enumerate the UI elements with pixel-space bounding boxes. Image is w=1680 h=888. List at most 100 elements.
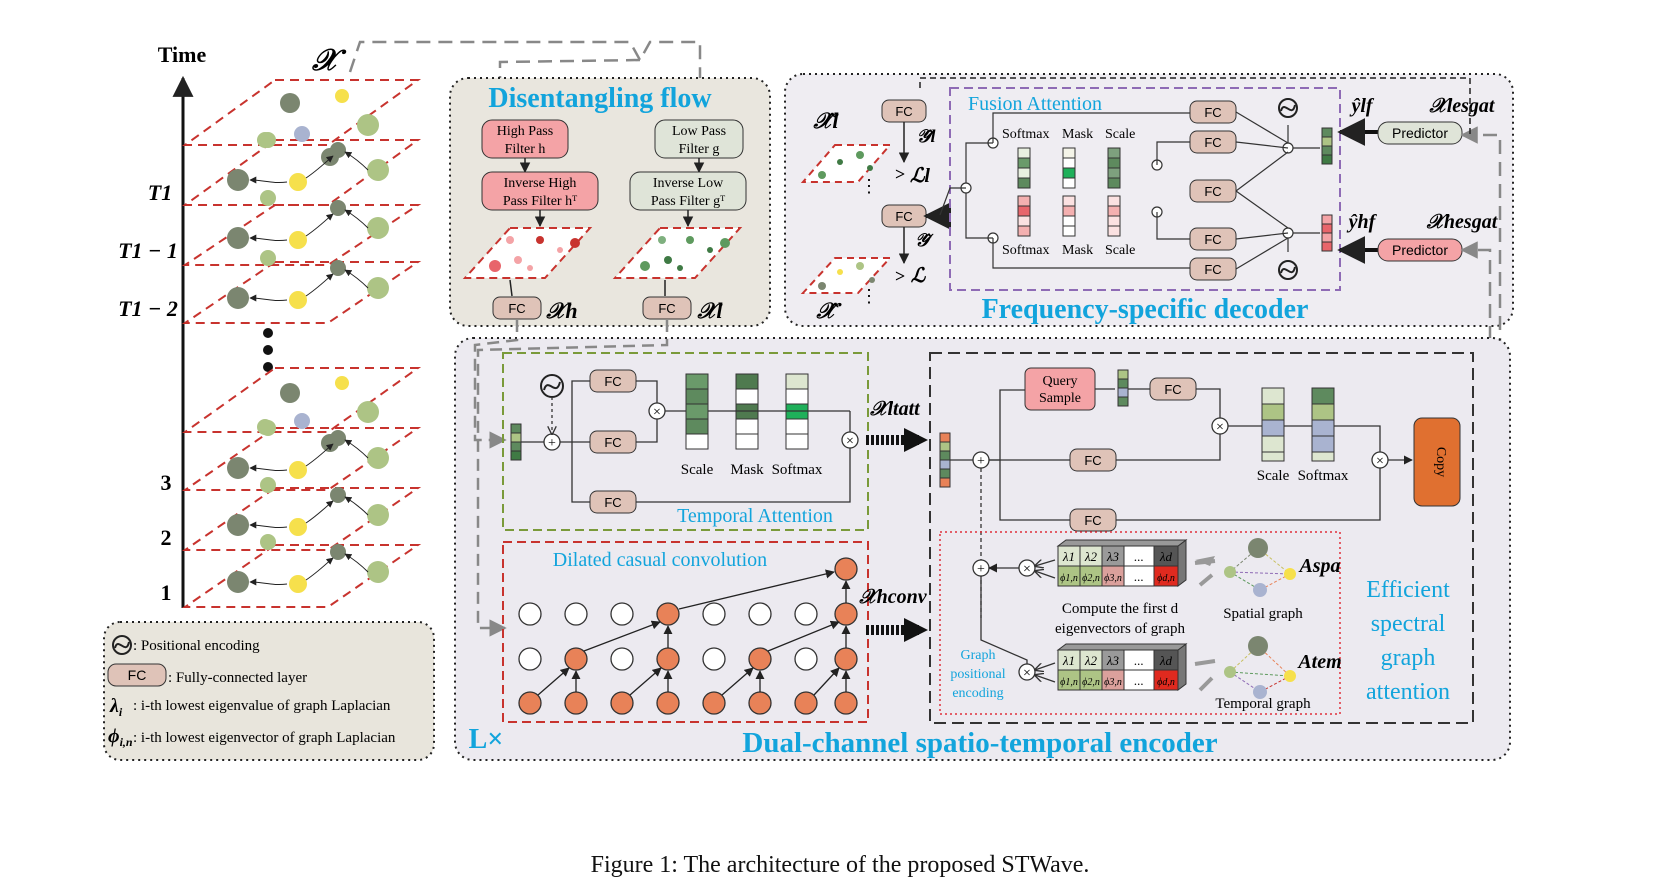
y-l-hat: 𝒴̂l xyxy=(916,126,935,146)
xl-symbol: 𝒳l xyxy=(696,298,723,323)
ta-fc-k: FC xyxy=(604,435,621,450)
ta-mask-label: Mask xyxy=(730,462,764,478)
lambda-d-spa: λd xyxy=(1159,549,1173,564)
ta-fc-v: FC xyxy=(604,495,621,510)
low-pass-line2: Filter g xyxy=(679,142,720,157)
svg-text:×: × xyxy=(1023,562,1031,577)
gpe-line2: positional xyxy=(950,667,1005,682)
fusion-softmax-bottom: Softmax xyxy=(1002,243,1049,258)
legend-eigenvector: : i-th lowest eigenvector of graph Lapla… xyxy=(133,730,396,746)
legend-positional-encoding: : Positional encoding xyxy=(133,638,260,654)
phi-d-tem: ϕd,n xyxy=(1157,677,1175,688)
phi-1-tem: ϕ1,n xyxy=(1060,677,1078,688)
decoder-fc-top-label: FC xyxy=(895,104,912,119)
fusion-softmax-top: Softmax xyxy=(1002,127,1049,142)
figure-caption: Figure 1: The architecture of the propos… xyxy=(590,852,1090,878)
inverse-high-line1: Inverse High xyxy=(504,176,577,191)
svg-text:×: × xyxy=(1023,666,1031,681)
svg-text:×: × xyxy=(1216,420,1224,435)
spatial-graph-icon xyxy=(1224,538,1296,597)
esga-line4: attention xyxy=(1366,679,1450,705)
fusion-fc-2: FC xyxy=(1204,135,1221,150)
fusion-fc-4: FC xyxy=(1204,232,1221,247)
x-l-tatt: 𝒳ltatt xyxy=(869,398,921,420)
fc-low-label: FC xyxy=(658,301,675,316)
svg-text:⋮: ⋮ xyxy=(860,286,878,306)
legend-fully-connected: : Fully-connected layer xyxy=(168,670,307,686)
xh-symbol: 𝒳h xyxy=(545,298,577,323)
esga-softmax-label: Softmax xyxy=(1298,468,1349,484)
tick-t1: T1 xyxy=(148,180,172,205)
high-pass-line1: High Pass xyxy=(497,124,553,139)
positional-encoding-icon xyxy=(112,635,132,655)
phi-3-spa: ϕ3,n xyxy=(1104,573,1122,584)
lambda-2-spa: λ2 xyxy=(1084,549,1098,564)
y-l-f-hat: ŷlf xyxy=(1349,95,1374,117)
gpe-line3: encoding xyxy=(952,686,1003,701)
decoder-title: Frequency-specific decoder xyxy=(982,294,1309,325)
gpe-line1: Graph xyxy=(961,648,996,663)
graph-stack-bottom xyxy=(181,367,422,608)
ellipsis-dots xyxy=(263,328,273,372)
high-pass-line2: Filter h xyxy=(505,142,546,157)
x-l-esgat: 𝒳lesgat xyxy=(1429,95,1496,117)
disentangle-fc-high xyxy=(492,296,542,320)
predictor-low-label: Predictor xyxy=(1392,125,1448,141)
tick-2: 2 xyxy=(161,525,172,550)
disentangling-title: Disentangling flow xyxy=(488,83,712,114)
phi-3-tem: ϕ3,n xyxy=(1104,677,1122,688)
svg-text:+: + xyxy=(977,562,985,577)
spatial-graph-label: Spatial graph xyxy=(1223,606,1303,622)
ta-softmax-label: Softmax xyxy=(772,462,823,478)
inverse-low-line2: Pass Filter gᵀ xyxy=(651,194,725,209)
query-sample-line2: Sample xyxy=(1039,391,1081,406)
esga-line2: spectral xyxy=(1371,611,1446,637)
phi-1-spa: ϕ1,n xyxy=(1060,573,1078,584)
tick-3: 3 xyxy=(161,470,172,495)
lambda-3-tem: λ3 xyxy=(1106,653,1120,668)
lambda-1-spa: λ1 xyxy=(1062,549,1075,564)
inverse-low-line1: Inverse Low xyxy=(653,176,724,191)
fusion-fc-1: FC xyxy=(1204,105,1221,120)
legend: : Positional encoding FC : Fully-connect… xyxy=(103,621,435,761)
svg-text:×: × xyxy=(846,434,854,449)
esga-fc-k: FC xyxy=(1084,453,1101,468)
loss-l: ℒl xyxy=(910,165,930,187)
fusion-fc-5: FC xyxy=(1204,262,1221,277)
esga-line3: graph xyxy=(1381,645,1436,671)
copy-block xyxy=(1413,417,1461,507)
repeat-label: L× xyxy=(469,724,504,755)
predictor-high-label: Predictor xyxy=(1392,242,1448,258)
legend-lambda-symbol: λi xyxy=(109,695,123,719)
svg-text:⋮: ⋮ xyxy=(860,176,878,196)
legend-eigenvalue: : i-th lowest eigenvalue of graph Laplac… xyxy=(133,698,391,714)
y-h-f-hat: ŷhf xyxy=(1347,211,1378,233)
loss: ℒ xyxy=(911,265,927,287)
esga-box xyxy=(929,352,1474,724)
tick-t1-minus-1: T1 − 1 xyxy=(118,238,178,263)
esga-scale-label: Scale xyxy=(1257,468,1290,484)
svg-text:×: × xyxy=(1376,454,1384,469)
low-pass-line1: Low Pass xyxy=(672,124,726,139)
input-connector xyxy=(348,40,709,97)
phi-d-spa: ϕd,n xyxy=(1157,573,1175,584)
a-spa-symbol: Aspa xyxy=(1297,555,1340,577)
legend-phi-symbol: ϕi,n xyxy=(108,725,133,749)
time-label: Time xyxy=(158,42,207,67)
tick-1: 1 xyxy=(161,580,172,605)
encoder-title: Dual-channel spatio-temporal encoder xyxy=(742,727,1217,759)
lambda-dots-tem: ... xyxy=(1134,653,1144,668)
input-x-symbol: 𝒳 xyxy=(311,44,347,77)
eig-compute-line1: Compute the first d xyxy=(1062,601,1179,617)
disentangle-fc-low xyxy=(642,296,692,320)
fusion-scale-bottom: Scale xyxy=(1105,243,1135,258)
esga-fc-q: FC xyxy=(1164,382,1181,397)
temporal-graph-icon xyxy=(1224,636,1296,699)
temporal-attention-title: Temporal Attention xyxy=(677,505,833,527)
tick-t1-minus-2: T1 − 2 xyxy=(118,296,178,321)
a-tem-symbol: Atem xyxy=(1296,651,1341,673)
eigen-table-spatial xyxy=(1056,539,1188,587)
eigen-table-temporal xyxy=(1056,643,1188,691)
architecture-diagram: Time T1 T1 − 1 T1 − 2 3 2 1 𝒳 xyxy=(103,40,1514,761)
fusion-fc-3: FC xyxy=(1204,184,1221,199)
